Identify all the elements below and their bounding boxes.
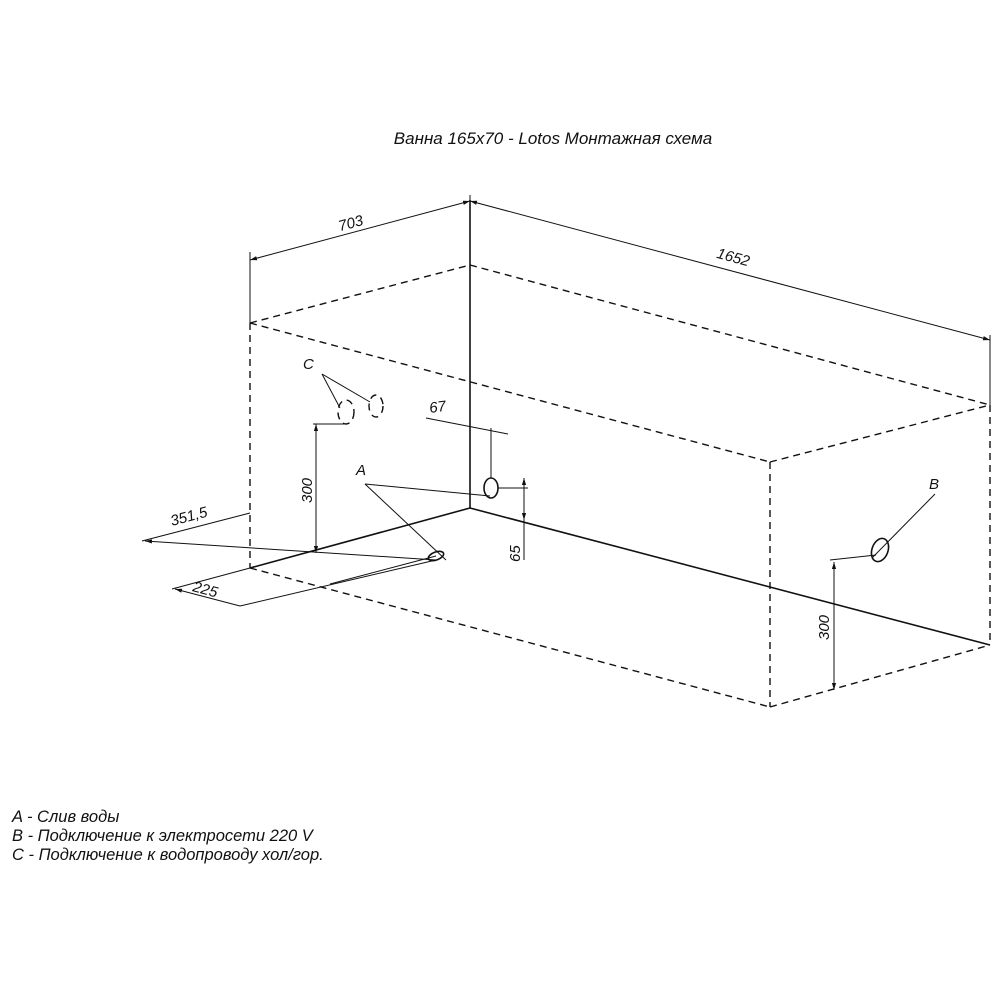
dimension-drain-wall: 225 [171, 559, 437, 607]
water-connection-c: C [303, 356, 384, 425]
dimension-height-b: 300 [816, 562, 837, 690]
drain-a: A [355, 462, 491, 562]
legend-item-a: A - Слив воды [12, 808, 120, 826]
dimension-length-label: 1652 [715, 245, 752, 270]
electric-connection-b: B [829, 476, 939, 563]
dimension-drain-side: 351,5 [141, 504, 437, 585]
dimension-overflow-offset-label: 67 [428, 398, 448, 417]
dimension-drain-wall-label: 225 [190, 578, 220, 601]
dimension-height-c-label: 300 [299, 477, 316, 503]
extension-lines [249, 195, 991, 405]
marker-a-label: A [355, 462, 366, 479]
dimension-length: 1652 [469, 200, 991, 341]
legend: A - Слив воды B - Подключение к электрос… [12, 808, 324, 865]
dimension-overflow-height: 65 [507, 478, 527, 562]
diagram-title: Ванна 165x70 - Lotos Монтажная схема [393, 129, 713, 148]
dimension-overflow-height-label: 65 [507, 545, 524, 562]
dimension-overflow-offset: 67 [428, 398, 448, 417]
overflow-outlet [425, 417, 528, 499]
dimension-width-label: 703 [337, 212, 366, 235]
bathtub-box-solid-edges [249, 200, 991, 646]
legend-item-c: C - Подключение к водопроводу хол/гор. [12, 846, 324, 864]
bathtub-box-dashed-edges [249, 264, 991, 708]
dimension-height-b-label: 300 [816, 614, 833, 640]
dimension-height-c: 300 [299, 424, 319, 553]
dimension-width: 703 [249, 200, 471, 261]
marker-b-label: B [929, 476, 939, 493]
marker-c-label: C [303, 356, 314, 373]
dimension-drain-side-label: 351,5 [169, 504, 210, 530]
legend-item-b: B - Подключение к электросети 220 V [12, 827, 313, 845]
